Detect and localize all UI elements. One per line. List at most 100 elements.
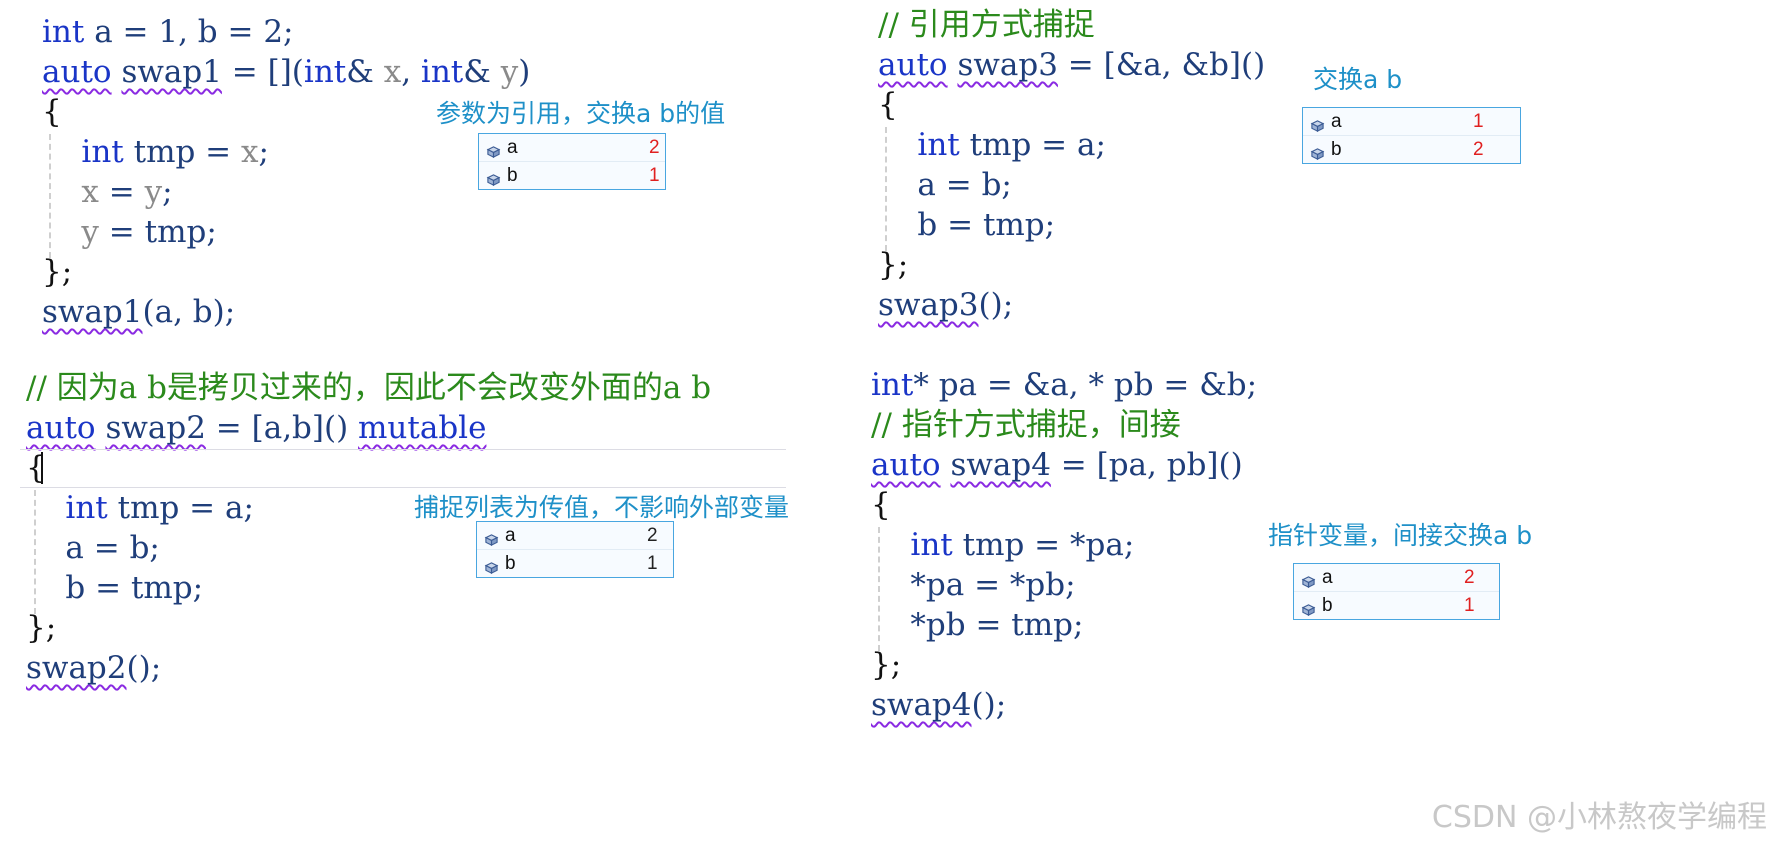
code-token: =: [98, 174, 145, 210]
code-line[interactable]: int* pa = &a, * pb = &b;: [871, 365, 1257, 405]
code-token: swap1: [42, 294, 143, 330]
code-token: auto: [871, 447, 941, 483]
code-line[interactable]: int tmp = x;: [42, 132, 269, 172]
code-line[interactable]: int tmp = a;: [878, 125, 1106, 165]
code-token: auto: [42, 54, 112, 90]
code-token: [871, 527, 910, 563]
code-token: auto: [878, 47, 948, 83]
code-token: swap3: [957, 47, 1058, 83]
code-line[interactable]: int tmp = a;: [26, 488, 254, 528]
code-token: *pa = *pb;: [871, 567, 1076, 603]
indent-guide: [34, 490, 36, 614]
code-token: };: [42, 254, 73, 290]
code-token: // 指针方式捕捉，间接: [871, 407, 1181, 443]
code-token: auto: [26, 410, 96, 446]
code-line[interactable]: b = tmp;: [878, 205, 1055, 245]
code-token: y: [81, 214, 99, 250]
code-line[interactable]: x = y;: [42, 172, 172, 212]
watch-variable-value: 2: [649, 137, 660, 158]
code-token: y: [500, 54, 519, 90]
annotation-swap1: 参数为引用，交换a b的值: [436, 99, 726, 128]
code-token: {: [871, 487, 891, 523]
variable-cube-icon: [1310, 142, 1325, 161]
code-token: int: [65, 490, 108, 526]
code-line[interactable]: a = b;: [878, 165, 1012, 205]
code-token: };: [871, 647, 902, 683]
variable-cube-icon: [486, 168, 501, 187]
code-token: &: [346, 54, 384, 90]
watch-variable-name: a: [1331, 111, 1342, 132]
watch-variable-value: 1: [647, 553, 658, 574]
watch-variable-value: 2: [1473, 139, 1484, 160]
code-line[interactable]: *pb = tmp;: [871, 605, 1083, 645]
code-line[interactable]: y = tmp;: [42, 212, 217, 252]
code-line[interactable]: b = tmp;: [26, 568, 203, 608]
code-token: a = b;: [878, 167, 1012, 203]
code-line[interactable]: swap4();: [871, 685, 1006, 725]
code-token: int: [420, 54, 464, 90]
code-token: mutable: [358, 410, 487, 446]
watch-variable-name: a: [507, 137, 518, 158]
code-line[interactable]: int tmp = *pa;: [871, 525, 1134, 565]
code-line[interactable]: {: [871, 485, 891, 525]
code-token: tmp = a;: [107, 490, 254, 526]
code-line[interactable]: swap1(a, b);: [42, 292, 235, 332]
watch-variable-name: a: [505, 525, 516, 546]
code-line[interactable]: {: [878, 85, 898, 125]
code-line[interactable]: {: [26, 448, 46, 488]
code-token: int: [910, 527, 953, 563]
code-token: swap1: [121, 54, 222, 90]
code-token: tmp =: [123, 134, 241, 170]
variable-cube-icon: [1301, 598, 1316, 617]
code-line[interactable]: auto swap2 = [a,b]() mutable: [26, 408, 486, 448]
indent-guide: [49, 134, 51, 258]
code-token: b = tmp;: [26, 570, 204, 606]
code-line[interactable]: auto swap1 = [](int& x, int& y): [42, 52, 530, 92]
code-line[interactable]: // 因为a b是拷贝过来的，因此不会改变外面的a b: [26, 368, 711, 408]
code-line[interactable]: *pa = *pb;: [871, 565, 1076, 605]
code-line[interactable]: };: [42, 252, 72, 292]
code-line[interactable]: auto swap3 = [&a, &b](): [878, 45, 1265, 85]
code-token: int: [917, 127, 960, 163]
code-token: // 引用方式捕捉: [878, 7, 1095, 43]
annotation-swap2: 捕捉列表为传值，不影响外部变量: [414, 493, 790, 522]
code-line[interactable]: a = b;: [26, 528, 159, 568]
code-token: x: [383, 54, 402, 90]
code-line[interactable]: swap2();: [26, 648, 161, 688]
code-line[interactable]: swap3();: [878, 285, 1013, 325]
code-line[interactable]: };: [878, 245, 908, 285]
current-line-highlight: [20, 487, 786, 488]
code-token: = [&a, &b](): [1057, 47, 1266, 83]
code-token: (a, b);: [142, 294, 236, 330]
code-line[interactable]: // 引用方式捕捉: [878, 5, 1095, 45]
code-line[interactable]: {: [42, 92, 62, 132]
code-token: {: [878, 87, 898, 123]
annotation-swap4: 指针变量，间接交换a b: [1268, 521, 1533, 550]
code-token: ;: [258, 134, 269, 170]
code-token: = tmp;: [98, 214, 217, 250]
watch-variable-name: b: [507, 165, 518, 186]
code-line[interactable]: int a = 1, b = 2;: [42, 12, 294, 52]
indent-guide: [878, 527, 880, 651]
variable-cube-icon: [1301, 570, 1316, 589]
code-line[interactable]: // 指针方式捕捉，间接: [871, 405, 1181, 445]
code-token: tmp = a;: [959, 127, 1106, 163]
code-token: [112, 54, 122, 90]
code-token: = [](: [221, 54, 304, 90]
code-token: [941, 447, 951, 483]
code-line[interactable]: auto swap4 = [pa, pb](): [871, 445, 1243, 485]
code-line[interactable]: };: [26, 608, 56, 648]
code-line[interactable]: };: [871, 645, 901, 685]
